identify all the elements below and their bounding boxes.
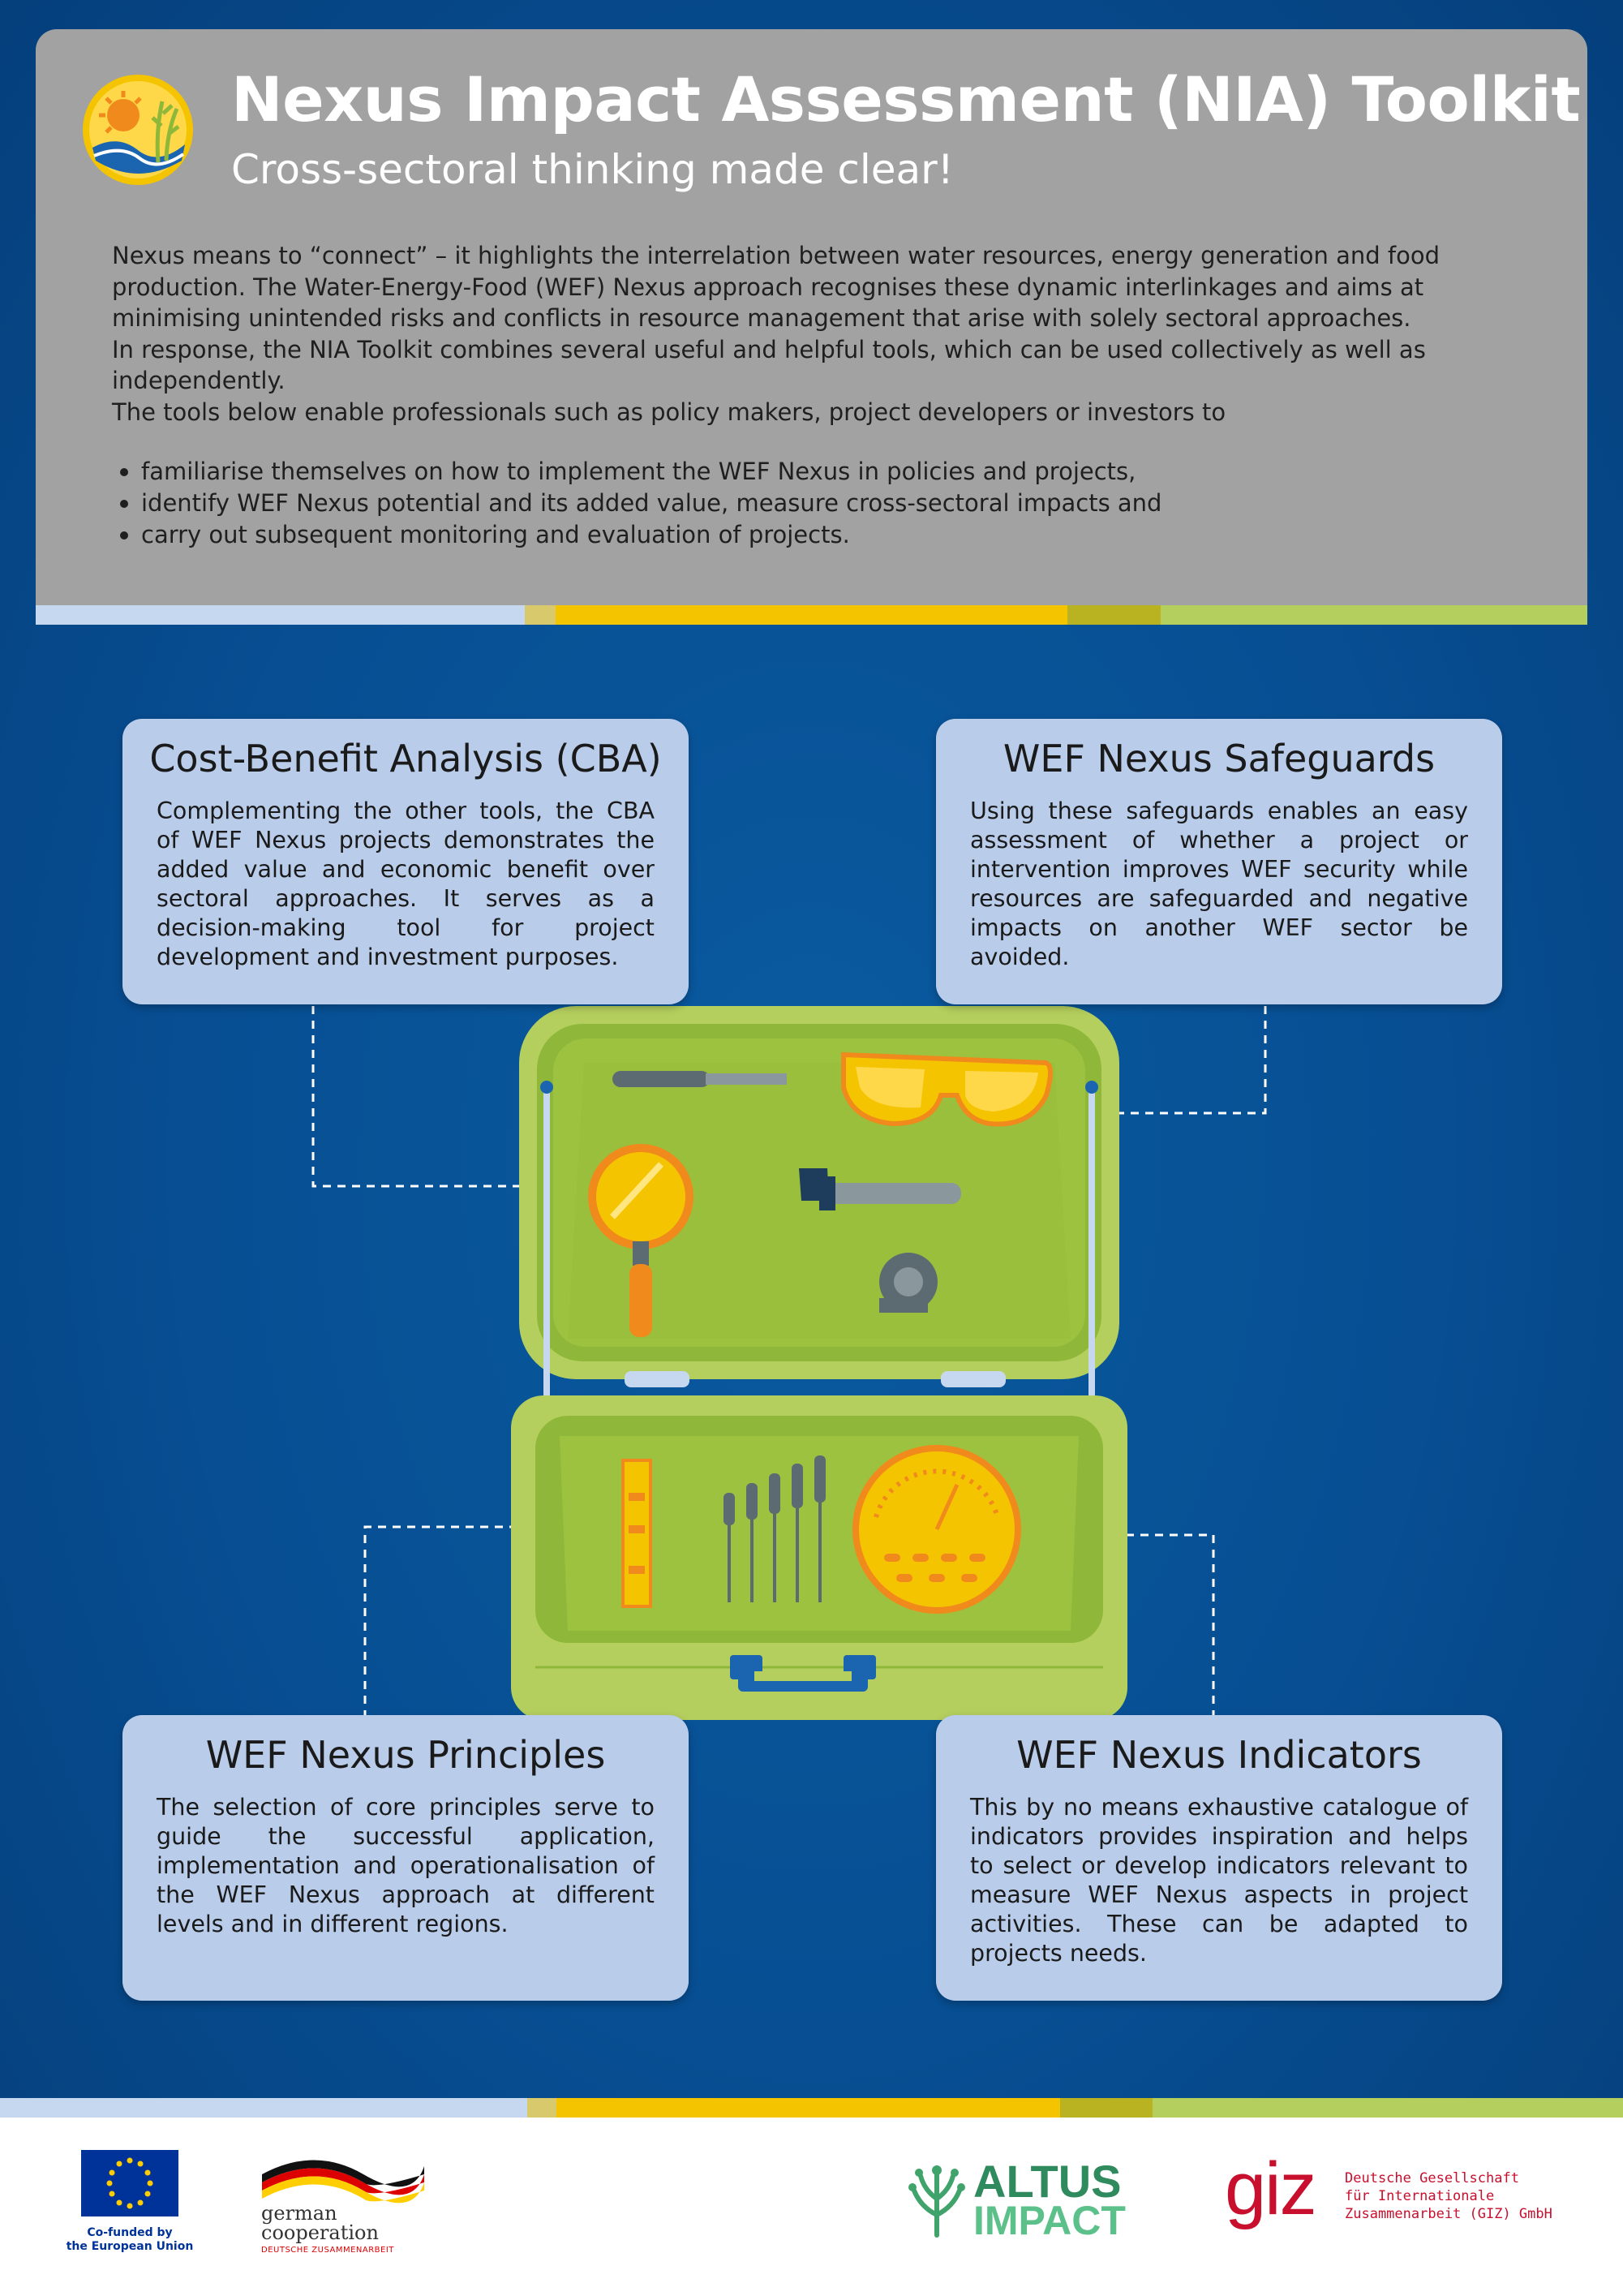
card-safeguards: WEF Nexus Safeguards Using these safegua… — [936, 719, 1502, 1004]
altus-tree-icon — [908, 2165, 965, 2238]
german-cooperation-line: cooperation — [261, 2221, 379, 2244]
giz-text-line: für Internationale — [1345, 2188, 1495, 2204]
card-indicators: WEF Nexus Indicators This by no means ex… — [936, 1715, 1502, 2001]
giz-wordmark: giz — [1225, 2148, 1317, 2230]
nexus-logo-icon — [83, 75, 193, 185]
altus-impact-logo: ALTUS IMPACT — [904, 2155, 1148, 2252]
bullet-list: familiarise themselves on how to impleme… — [120, 456, 1548, 551]
intro-paragraph: In response, the NIA Toolkit combines se… — [112, 335, 1426, 395]
page-title: Nexus Impact Assessment (NIA) Toolkit — [231, 63, 1581, 135]
bullet-item: identify WEF Nexus potential and its add… — [120, 488, 1548, 519]
eu-caption-line: Co-funded by — [87, 2226, 173, 2239]
german-cooperation-logo: german cooperation DEUTSCHE ZUSAMMENARBE… — [258, 2150, 436, 2255]
card-principles: WEF Nexus Principles The selection of co… — [122, 1715, 689, 2001]
card-title: WEF Nexus Safeguards — [1003, 737, 1436, 780]
card-title: Cost-Benefit Analysis (CBA) — [149, 737, 662, 780]
german-cooperation-sub: DEUTSCHE ZUSAMMENARBEIT — [261, 2246, 394, 2255]
card-text: This by no means exhaustive catalogue of… — [970, 1794, 1468, 1967]
eu-logo: Co-funded by the European Union — [65, 2150, 195, 2255]
intro-text: Nexus means to “connect” – it highlights… — [112, 240, 1556, 428]
card-text: Complementing the other tools, the CBA o… — [157, 798, 655, 970]
header-color-stripe — [36, 605, 1587, 625]
giz-text-line: Zusammenarbeit (GIZ) GmbH — [1345, 2206, 1552, 2222]
impact-word: IMPACT — [973, 2198, 1126, 2243]
card-text: Using these safeguards enables an easy a… — [970, 798, 1468, 970]
giz-text-line: Deutsche Gesellschaft — [1345, 2170, 1519, 2186]
card-cba: Cost-Benefit Analysis (CBA) Complementin… — [122, 719, 689, 1004]
bullet-item: familiarise themselves on how to impleme… — [120, 456, 1548, 488]
eu-flag-icon — [81, 2150, 178, 2216]
german-flag-icon — [262, 2160, 424, 2204]
bullet-item: carry out subsequent monitoring and eval… — [120, 519, 1548, 551]
card-text: The selection of core principles serve t… — [157, 1794, 655, 1937]
card-title: WEF Nexus Indicators — [1016, 1733, 1422, 1777]
intro-paragraph: Nexus means to “connect” – it highlights… — [112, 242, 1440, 332]
header-panel — [36, 29, 1587, 605]
footer-color-stripe — [0, 2098, 1623, 2118]
giz-logo: giz Deutsche Gesellschaft für Internatio… — [1225, 2148, 1582, 2247]
card-title: WEF Nexus Principles — [205, 1733, 606, 1777]
altus-word: ALTUS — [973, 2156, 1122, 2207]
suitcase-icon — [511, 1006, 1127, 1720]
page-subtitle: Cross-sectoral thinking made clear! — [231, 146, 954, 193]
eu-caption-line: the European Union — [66, 2240, 194, 2253]
german-cooperation-line: german — [261, 2202, 337, 2225]
intro-paragraph: The tools below enable professionals suc… — [112, 398, 1226, 426]
